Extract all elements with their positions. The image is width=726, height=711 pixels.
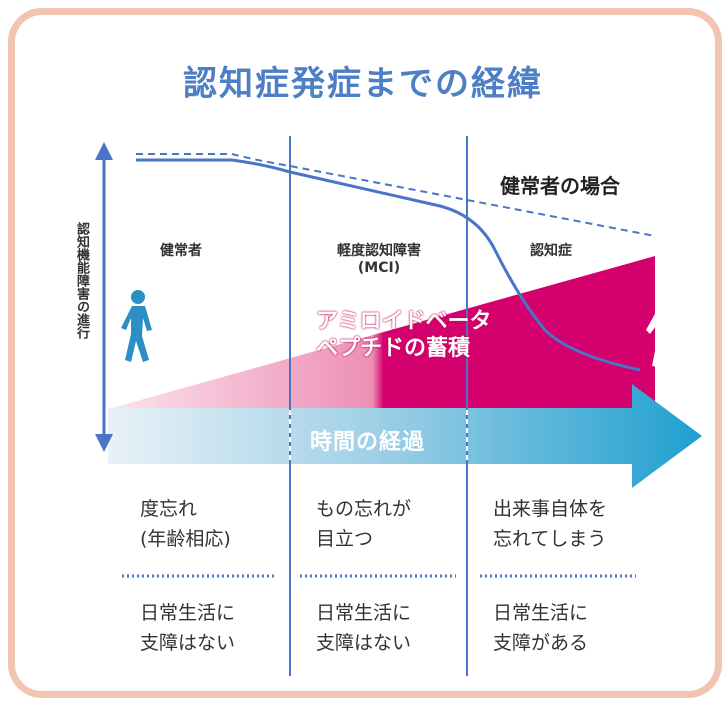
forgetfulness-line2: (年齢相応) xyxy=(140,528,231,550)
daily-life-line1: 日常生活に xyxy=(140,602,236,624)
elderly-person-cane-icon xyxy=(646,296,676,368)
amyloid-label: アミロイドベータ ペプチドの蓄積 xyxy=(316,308,492,362)
forgetfulness-healthy: 度忘れ (年齢相応) xyxy=(140,494,231,554)
daily-life-healthy: 日常生活に 支障はない xyxy=(140,598,235,658)
y-axis-label: 認知機能障害の進行 xyxy=(74,222,89,339)
forgetfulness-line2: 目立つ xyxy=(316,528,374,550)
forgetfulness-line1: 度忘れ xyxy=(140,498,198,520)
page-title: 認知症発症までの経緯 xyxy=(183,64,543,104)
forgetfulness-line2: 忘れてしまう xyxy=(493,528,607,550)
daily-life-line1: 日常生活に xyxy=(316,602,412,624)
progression-curve xyxy=(136,158,641,372)
stage-label-mci: 軽度認知障害 xyxy=(337,243,421,259)
axis-arrow-up xyxy=(95,142,113,160)
person-walking-icon xyxy=(121,290,152,362)
time-arrow xyxy=(108,384,702,488)
daily-life-line2: 支障はない xyxy=(316,632,412,654)
forgetfulness-mci: もの忘れが 目立つ xyxy=(316,494,411,554)
axis-arrow-down xyxy=(95,434,113,452)
stage-label-dementia: 認知症 xyxy=(530,243,572,259)
stage-label-healthy: 健常者 xyxy=(160,243,202,259)
daily-life-mci: 日常生活に 支障はない xyxy=(316,598,411,658)
daily-life-line1: 日常生活に xyxy=(493,602,589,624)
amyloid-label-line2: ペプチドの蓄積 xyxy=(316,336,471,361)
daily-life-dementia: 日常生活に 支障がある xyxy=(493,598,588,658)
daily-life-line2: 支障はない xyxy=(140,632,236,654)
forgetfulness-line1: もの忘れが xyxy=(316,498,412,520)
healthy-case-line xyxy=(136,153,656,237)
forgetfulness-dementia: 出来事自体を 忘れてしまう xyxy=(493,494,607,554)
healthy-case-label: 健常者の場合 xyxy=(500,174,620,198)
stage-label-mci-sub: (MCI) xyxy=(357,260,401,276)
forgetfulness-line1: 出来事自体を xyxy=(493,498,608,520)
time-label: 時間の経過 xyxy=(310,430,426,455)
amyloid-label-line1: アミロイドベータ xyxy=(316,309,492,334)
daily-life-line2: 支障がある xyxy=(493,632,589,654)
